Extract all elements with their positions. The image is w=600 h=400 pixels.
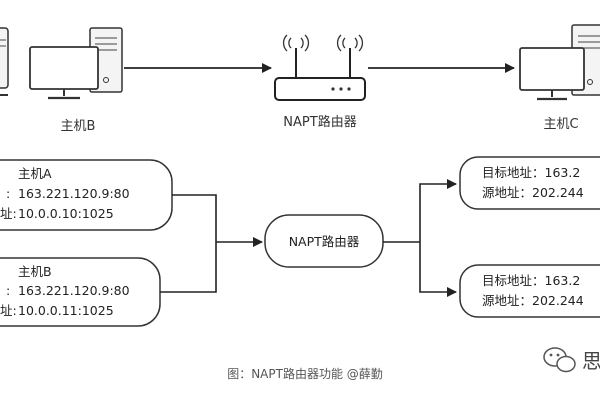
- packet-out-2-dst: 目标地址：163.2: [482, 273, 580, 288]
- host-c-label: 主机C: [543, 117, 578, 132]
- packet-in-a-dst: 163.221.120.9:80: [18, 186, 130, 201]
- router-label: NAPT路由器: [283, 114, 356, 130]
- router-icon: [274, 34, 366, 101]
- host-b-label: 主机B: [61, 119, 96, 134]
- packet-out-1-src: 源地址：202.244: [482, 185, 584, 200]
- host-c-computer-icon: [519, 24, 600, 101]
- packet-in-b-colon-1: :: [6, 283, 10, 298]
- packet-out-2-src: 源地址：202.244: [482, 293, 584, 308]
- packet-in-b-tail-1: 址:: [0, 303, 17, 318]
- wechat-watermark-icon: [543, 347, 576, 373]
- packet-in-a-src: 10.0.0.10:1025: [18, 206, 114, 221]
- watermark-text: 思: [582, 349, 600, 373]
- packet-out-2: 目标地址：163.2 源地址：202.244: [459, 264, 600, 318]
- packet-in-b-src: 10.0.0.11:1025: [18, 303, 114, 318]
- left-computer-icon: [0, 27, 9, 96]
- arrow-to-packet-out-1: [419, 179, 457, 242]
- packet-in-a: 主机A : 163.221.120.9:80 址: 10.0.0.10:1025: [0, 159, 173, 231]
- packet-in-a-colon-1: :: [6, 186, 10, 201]
- connector-b: [160, 242, 217, 293]
- packet-out-1: 目标地址：163.2 源地址：202.244: [459, 156, 600, 210]
- host-b-computer-icon: [29, 27, 123, 100]
- packet-in-a-tail-1: 址:: [0, 206, 17, 221]
- arrow-to-packet-out-2: [419, 242, 457, 297]
- packet-in-a-title: 主机A: [18, 166, 52, 181]
- packet-in-b-dst: 163.221.120.9:80: [18, 283, 130, 298]
- router-node: NAPT路由器: [264, 214, 384, 268]
- router-node-label: NAPT路由器: [289, 234, 360, 249]
- packet-out-1-dst: 目标地址：163.2: [482, 165, 580, 180]
- packet-in-b-title: 主机B: [18, 264, 52, 279]
- connector-a: [172, 194, 217, 242]
- figure-caption: 图：NAPT路由器功能 @薛勤: [227, 366, 383, 381]
- packet-in-b: 主机B : 163.221.120.9:80 址: 10.0.0.11:1025: [0, 257, 161, 327]
